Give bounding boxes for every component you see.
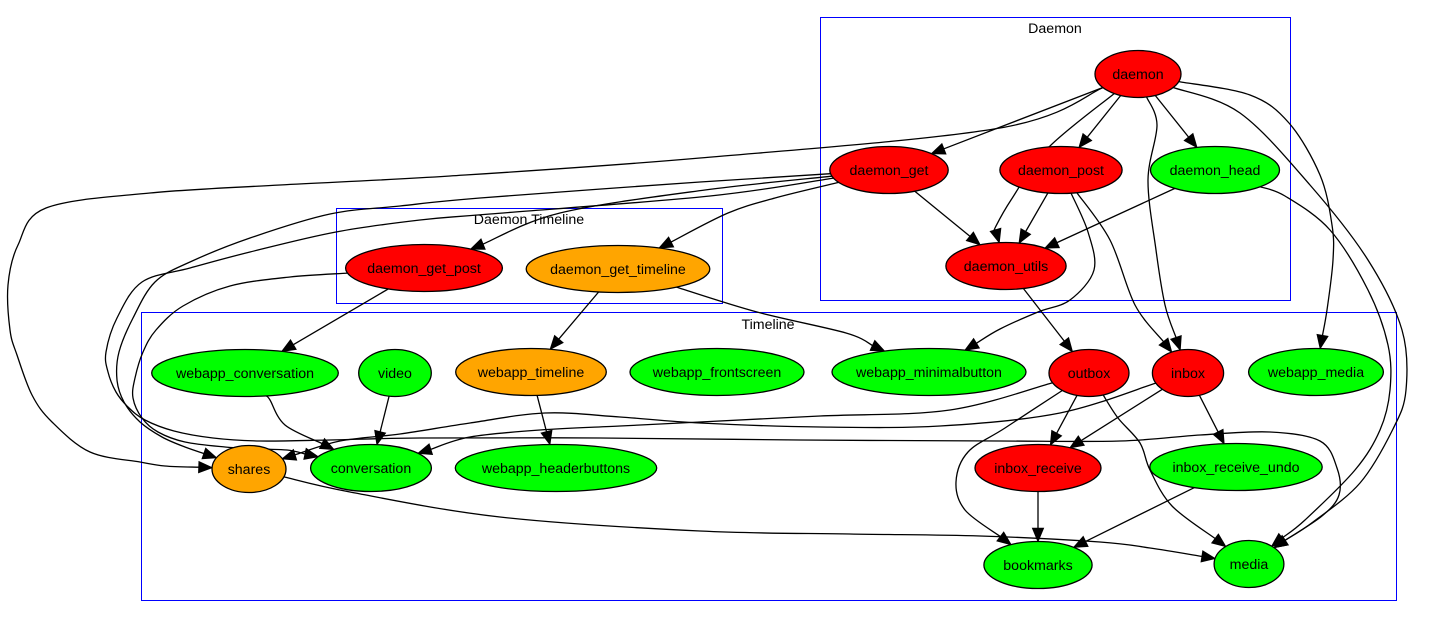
svg-text:Timeline: Timeline — [741, 317, 794, 333]
svg-text:webapp_minimalbutton: webapp_minimalbutton — [855, 365, 1002, 381]
svg-text:webapp_headerbuttons: webapp_headerbuttons — [481, 461, 630, 477]
svg-text:webapp_frontscreen: webapp_frontscreen — [652, 365, 782, 381]
svg-text:daemon_get_post: daemon_get_post — [367, 261, 481, 277]
svg-text:inbox_receive_undo: inbox_receive_undo — [1173, 460, 1300, 476]
svg-text:webapp_media: webapp_media — [1267, 365, 1364, 381]
svg-text:webapp_timeline: webapp_timeline — [477, 365, 585, 381]
svg-text:daemon_utils: daemon_utils — [964, 259, 1048, 275]
svg-text:daemon_get: daemon_get — [850, 163, 929, 179]
svg-text:daemon: daemon — [1112, 67, 1163, 83]
svg-text:webapp_conversation: webapp_conversation — [175, 366, 314, 382]
svg-text:bookmarks: bookmarks — [1003, 558, 1072, 574]
svg-text:Daemon: Daemon — [1028, 21, 1082, 37]
svg-text:video: video — [378, 366, 412, 382]
svg-text:inbox: inbox — [1171, 366, 1205, 382]
svg-text:daemon_head: daemon_head — [1170, 163, 1261, 179]
svg-text:conversation: conversation — [331, 461, 411, 477]
svg-text:inbox_receive: inbox_receive — [994, 461, 1082, 477]
svg-text:daemon_get_timeline: daemon_get_timeline — [550, 262, 686, 278]
svg-text:outbox: outbox — [1068, 366, 1111, 382]
svg-text:shares: shares — [228, 462, 271, 478]
svg-text:daemon_post: daemon_post — [1018, 163, 1104, 179]
svg-text:media: media — [1230, 557, 1269, 573]
svg-text:Daemon Timeline: Daemon Timeline — [474, 212, 585, 228]
